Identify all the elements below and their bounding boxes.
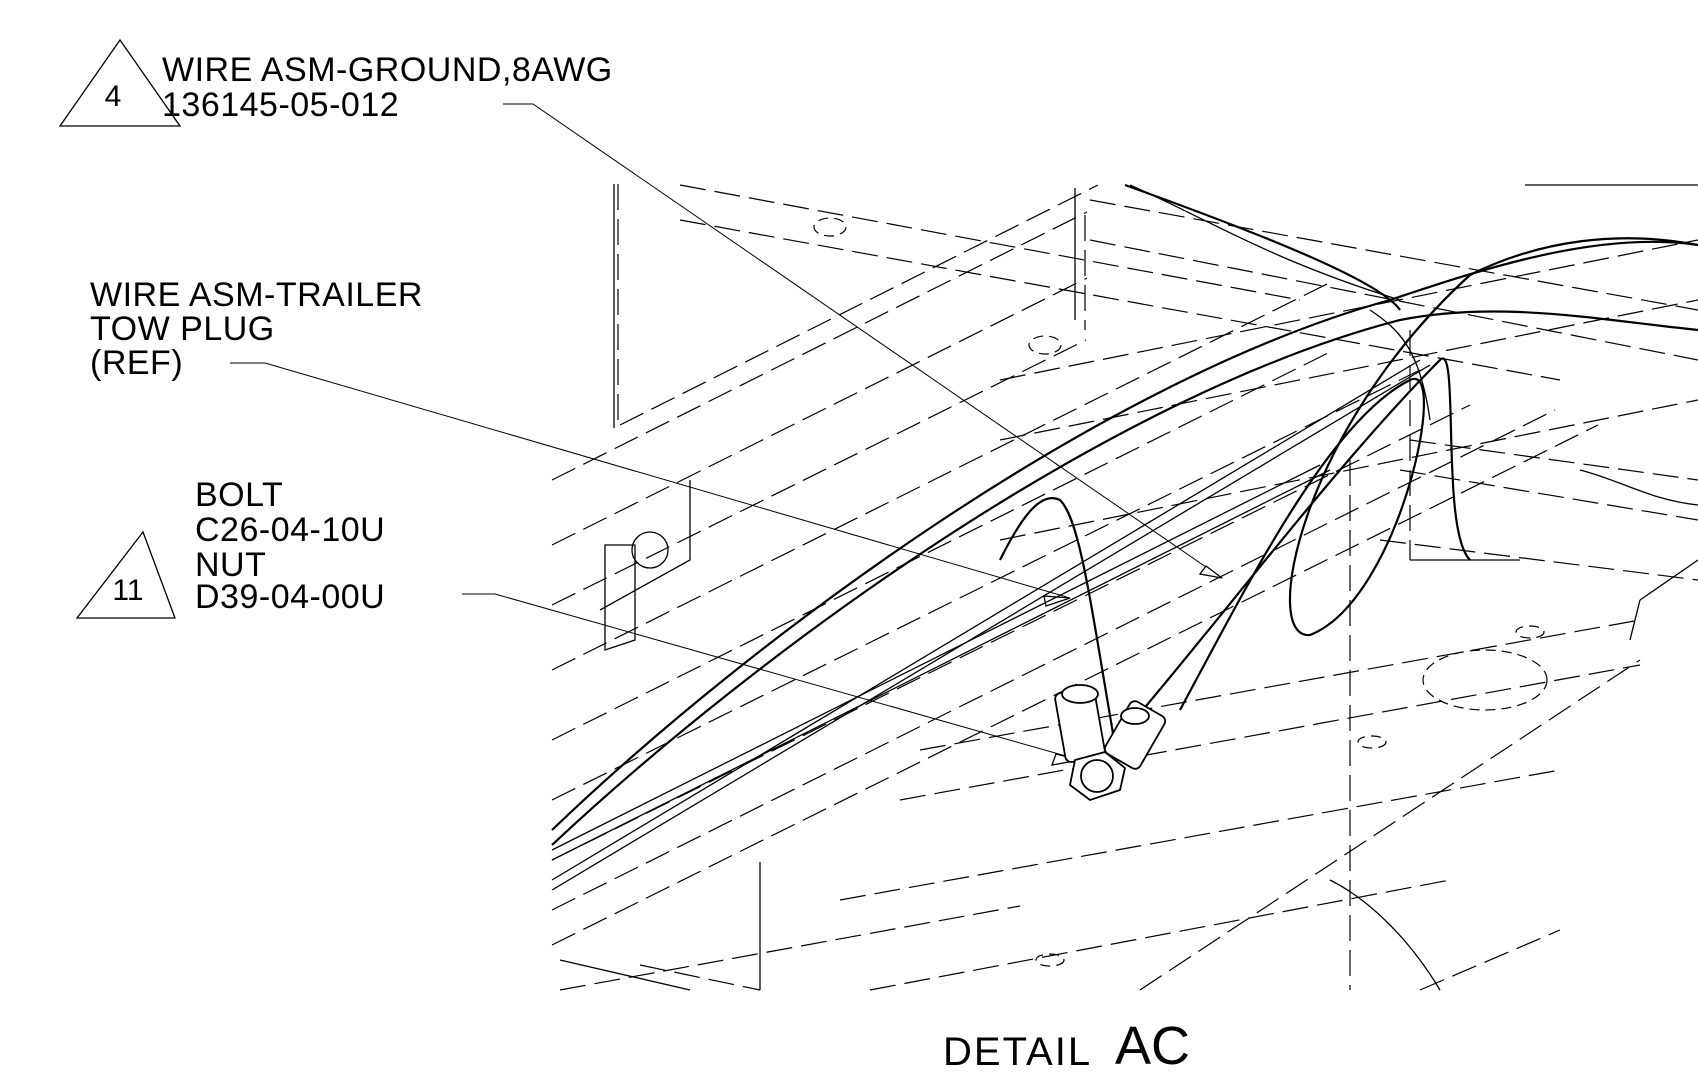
ground-wire-description: WIRE ASM-GROUND,8AWG	[162, 51, 613, 89]
nut-part-number: D39-04-00U	[195, 578, 386, 616]
fastener-leader	[462, 594, 1080, 760]
trailer-plug-line-3: (REF)	[90, 344, 184, 382]
item-11-triangle	[77, 532, 175, 618]
item-4-number: 4	[104, 80, 122, 113]
detail-title-word: DETAIL	[943, 1030, 1093, 1074]
trailer-plug-line-1: WIRE ASM-TRAILER	[90, 276, 423, 314]
bolt-part-number: C26-04-10U	[195, 511, 386, 549]
item-4-triangle	[60, 40, 180, 126]
ground-wire-part-number: 136145-05-012	[162, 86, 400, 124]
trailer-plug-leader	[230, 363, 1070, 598]
detail-title-id: AC	[1115, 1016, 1191, 1076]
item-11-number: 11	[112, 574, 144, 607]
bolt-label: BOLT	[195, 476, 284, 514]
nut-label: NUT	[195, 546, 267, 584]
trailer-plug-line-2: TOW PLUG	[90, 310, 275, 348]
ground-wire-leader	[503, 104, 1222, 578]
